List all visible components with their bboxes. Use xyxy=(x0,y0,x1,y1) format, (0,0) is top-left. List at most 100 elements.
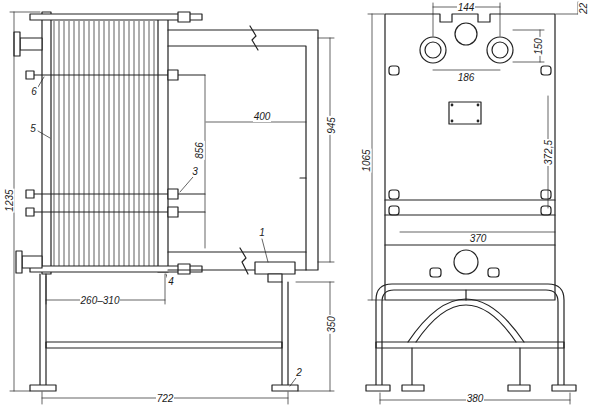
nozzle xyxy=(14,32,42,273)
dimension: 22 xyxy=(579,1,590,14)
bolt-slot xyxy=(389,206,399,215)
pipe xyxy=(250,26,258,50)
guide-bar xyxy=(30,266,202,272)
dimension-line xyxy=(372,14,373,300)
dimension: 372,5 xyxy=(544,138,555,165)
pipe xyxy=(240,248,248,274)
port xyxy=(492,42,508,58)
dimension-line xyxy=(206,122,306,123)
dimension: 400 xyxy=(253,111,272,122)
tie-bolt xyxy=(26,208,34,216)
dimension-line xyxy=(10,12,40,13)
dimension-line xyxy=(570,393,571,404)
dimension-line xyxy=(318,262,334,263)
callout-number: 3 xyxy=(191,166,199,177)
callout-number: 6 xyxy=(30,86,38,97)
dimension: 945 xyxy=(326,116,337,135)
dimension-line xyxy=(368,14,384,15)
leader-line xyxy=(38,77,44,87)
dimension-line xyxy=(330,282,331,391)
frame-plate xyxy=(385,199,555,200)
plate-pack xyxy=(42,12,168,274)
dimension: 150 xyxy=(533,37,544,56)
support-frame xyxy=(30,274,298,391)
support-frame xyxy=(45,274,46,385)
support-frame xyxy=(376,284,564,385)
nozzle xyxy=(14,32,20,56)
support-frame xyxy=(287,282,288,385)
tie-bolt xyxy=(178,12,190,22)
frame-plate xyxy=(385,244,555,245)
dimension-line xyxy=(500,3,501,36)
dimension-line xyxy=(165,274,166,304)
dimension: 370 xyxy=(469,233,488,244)
dimension-line xyxy=(368,300,384,301)
bolt-slot xyxy=(389,66,399,75)
nozzle xyxy=(22,256,42,268)
bolt-slot xyxy=(389,66,551,277)
support-frame xyxy=(366,284,576,391)
tee-fitting xyxy=(255,262,295,274)
nameplate xyxy=(449,102,481,124)
nozzle xyxy=(20,38,42,50)
dimension-line xyxy=(513,30,544,31)
dimension-line xyxy=(368,2,582,404)
dimension-line xyxy=(330,38,331,262)
leader-line xyxy=(38,131,50,138)
dimension-line xyxy=(380,393,381,404)
dimension-line xyxy=(298,391,334,392)
support-frame xyxy=(272,385,298,391)
nameplate xyxy=(477,104,479,106)
guide-bar xyxy=(30,14,202,272)
nozzle xyxy=(16,251,22,273)
port xyxy=(425,42,441,58)
dimension-line xyxy=(46,276,47,304)
support-frame xyxy=(46,342,282,348)
dimension: 186 xyxy=(457,72,476,83)
port xyxy=(454,250,478,274)
frame-plate xyxy=(385,14,555,300)
dimension: 856 xyxy=(194,141,205,160)
nameplate xyxy=(449,102,481,124)
guide-bar xyxy=(30,14,202,20)
support-frame xyxy=(465,290,466,300)
leader-line xyxy=(262,239,268,262)
support-frame xyxy=(519,348,520,385)
tee-fitting xyxy=(255,262,295,282)
bolt-slot xyxy=(541,66,551,75)
support-frame xyxy=(508,385,530,391)
dimension-line xyxy=(296,282,334,283)
dimension: 144 xyxy=(457,2,476,13)
dimension-line xyxy=(10,12,334,404)
dimension-line xyxy=(433,3,434,36)
leader-line xyxy=(38,77,296,386)
tie-bolt xyxy=(168,189,178,199)
dimension-line xyxy=(205,75,206,248)
support-frame xyxy=(382,290,558,385)
support-frame xyxy=(402,385,424,391)
dimension: 722 xyxy=(156,393,175,404)
tie-bolt xyxy=(168,207,178,217)
callout-number: 5 xyxy=(29,123,37,134)
tie-bolt xyxy=(26,71,34,79)
support-frame xyxy=(416,305,516,342)
tee-fitting xyxy=(268,274,282,282)
dimension-line xyxy=(10,391,30,392)
support-frame xyxy=(376,342,564,348)
callout-number: 4 xyxy=(167,276,175,287)
tie-bolt xyxy=(168,70,178,80)
support-frame xyxy=(30,385,56,391)
tie-bolt xyxy=(178,264,190,274)
nameplate xyxy=(451,104,453,106)
leader-line xyxy=(290,378,296,386)
bolt-slot xyxy=(389,190,399,199)
bolt-slot xyxy=(430,268,441,277)
dimension-line xyxy=(288,392,289,404)
port xyxy=(420,23,513,274)
pipe xyxy=(300,177,306,178)
dimension: 1235 xyxy=(4,188,15,212)
dimension: 1065 xyxy=(361,148,372,172)
